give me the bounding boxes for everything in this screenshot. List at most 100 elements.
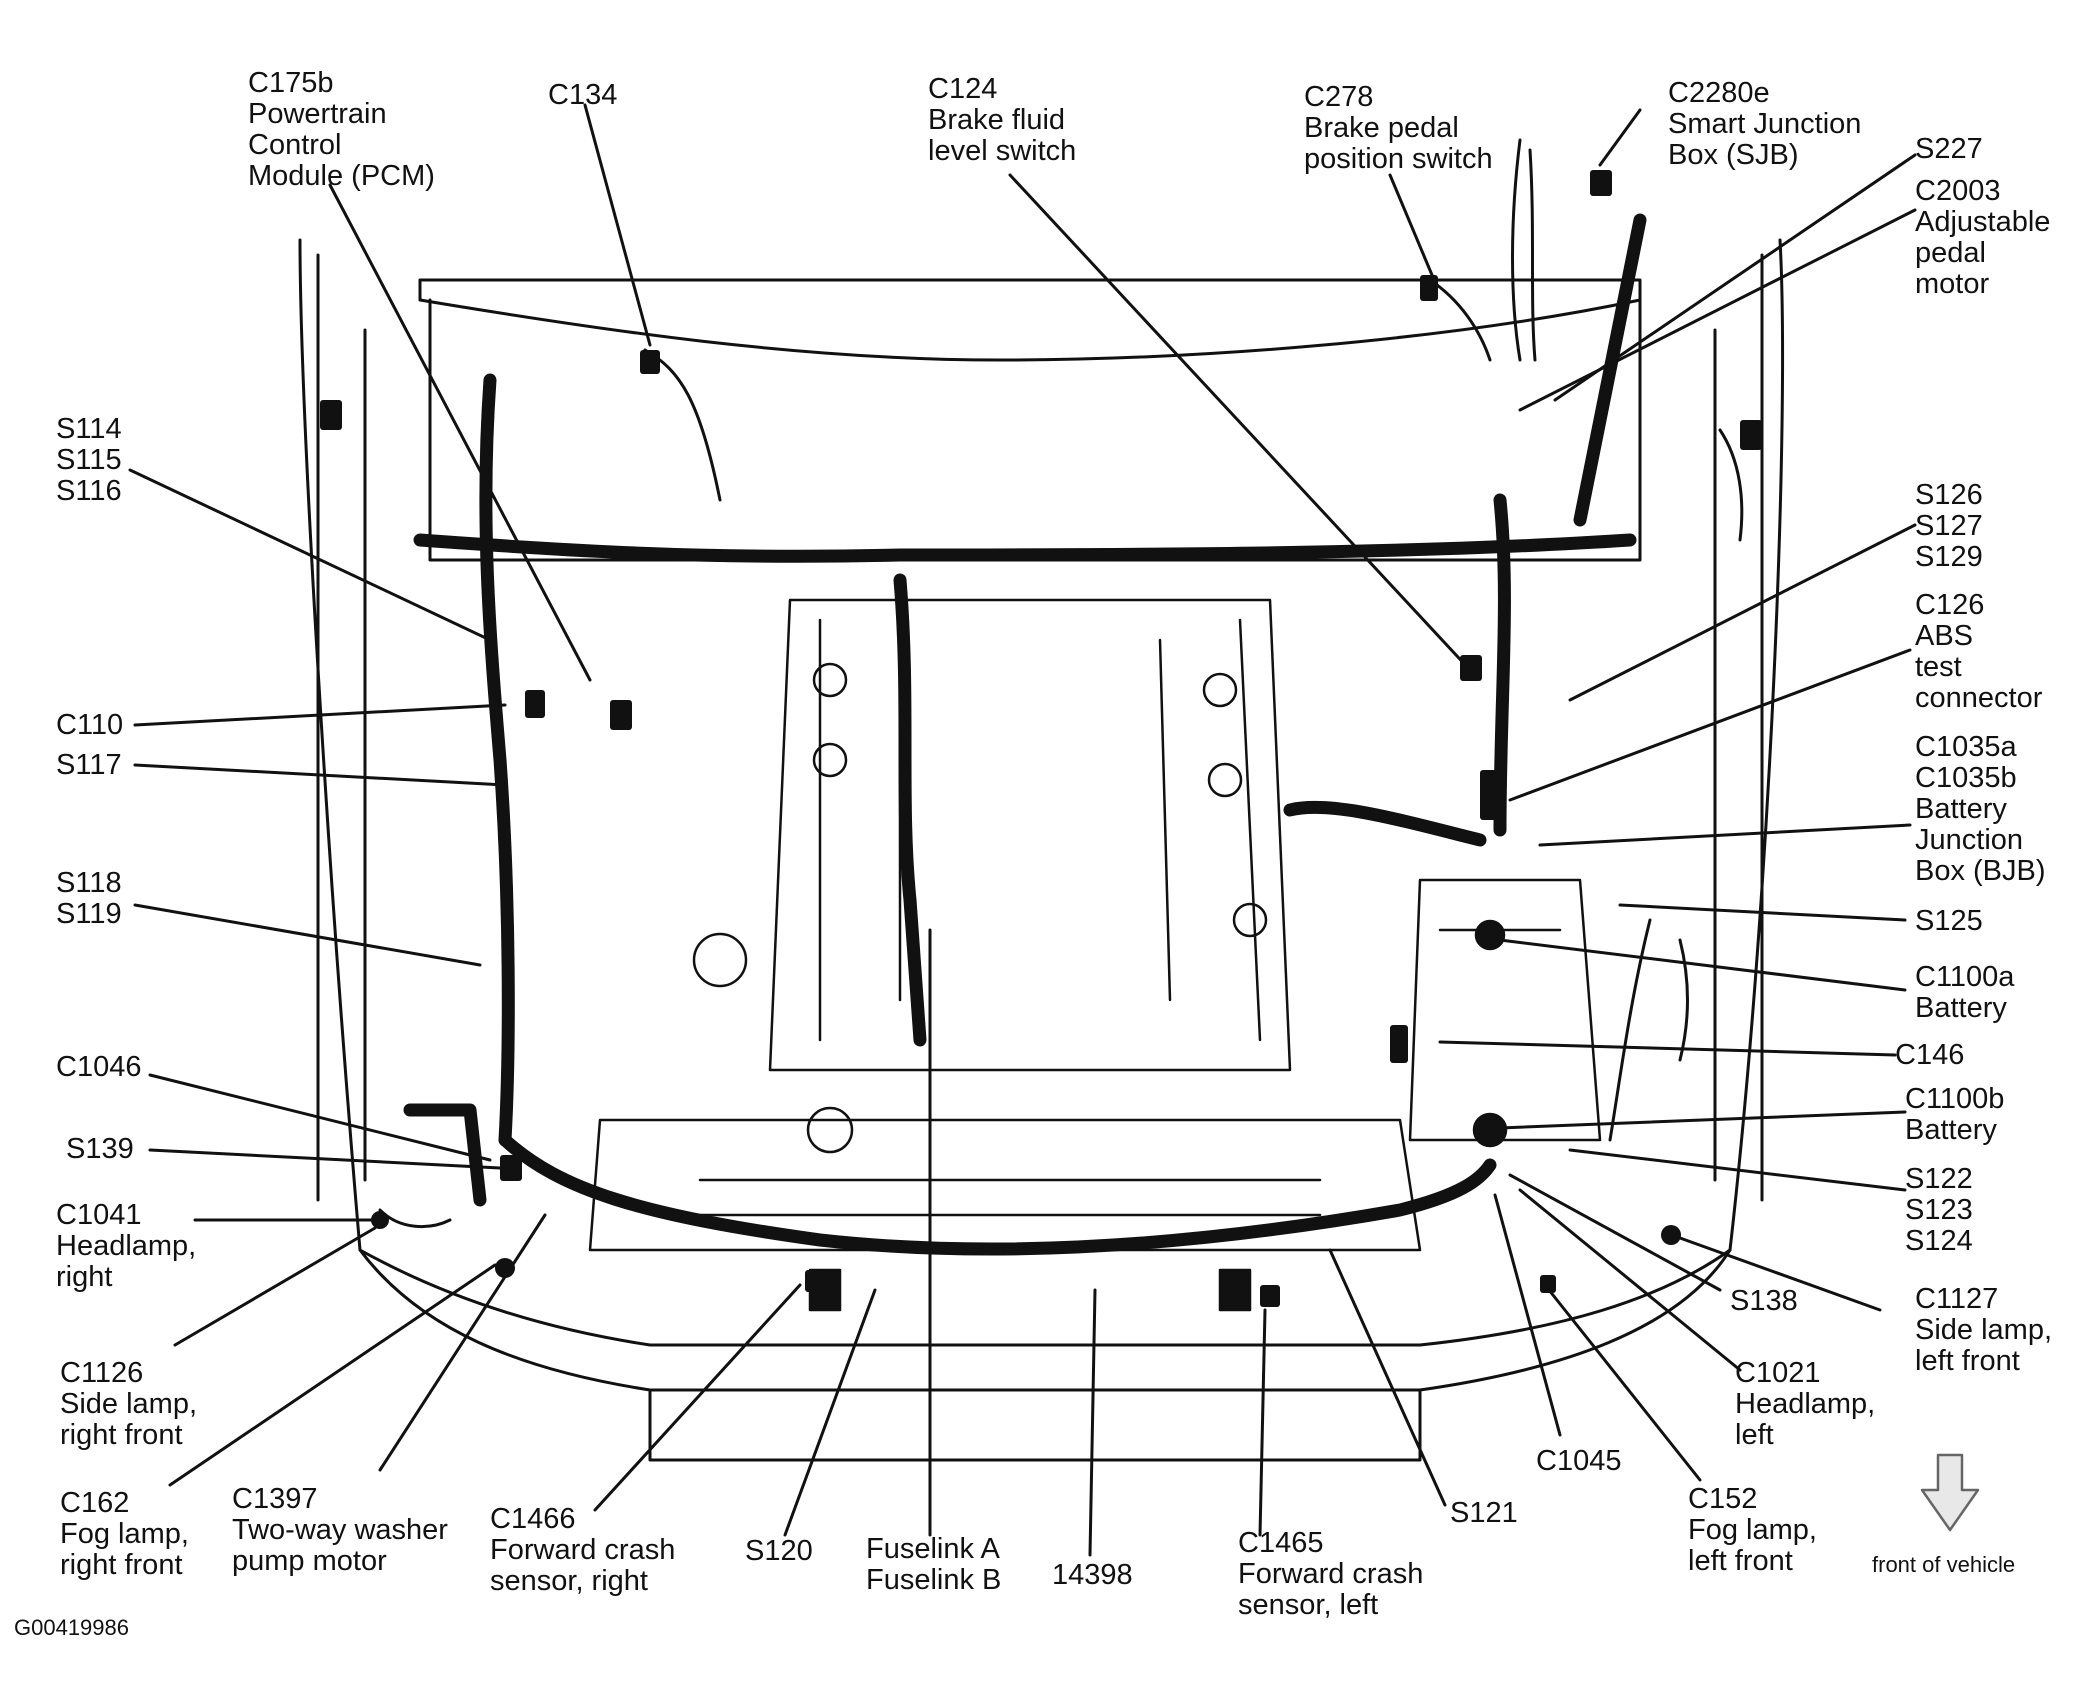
label-line: Headlamp, [1735, 1388, 1876, 1420]
label-line: C1397 [232, 1483, 318, 1515]
label-line: S129 [1915, 541, 1983, 573]
label-line: C1127 [1915, 1283, 1999, 1315]
label-line: Brake pedal [1304, 112, 1459, 144]
front-arrow-icon [1920, 1453, 1980, 1532]
label-line: right [56, 1261, 113, 1293]
label-line: S139 [66, 1133, 134, 1165]
label-line: S127 [1915, 510, 1983, 542]
label-line: S227 [1915, 133, 1983, 165]
label-line: test [1915, 651, 1962, 683]
label-line: S120 [745, 1535, 813, 1567]
label-s227: S227 [1915, 134, 1983, 165]
label-line: C1126 [60, 1357, 144, 1389]
label-line: C1465 [1238, 1527, 1324, 1559]
label-line: Side lamp, [1915, 1314, 2053, 1346]
connectors [320, 170, 1762, 1307]
label-line: Box (SJB) [1668, 139, 1799, 171]
label-line: S119 [56, 898, 122, 930]
label-line: pedal [1915, 237, 1986, 269]
label-line: C1021 [1735, 1357, 1821, 1389]
label-line: C152 [1688, 1483, 1758, 1515]
label-line: Two-way washer [232, 1514, 448, 1546]
label-s138: S138 [1730, 1286, 1798, 1317]
label-line: C124 [928, 73, 998, 105]
label-line: S118 [56, 867, 122, 899]
label-line: C2003 [1915, 175, 2001, 207]
label-line: Powertrain [248, 98, 387, 130]
label-line: C162 [60, 1487, 130, 1519]
label-line: Brake fluid [928, 104, 1066, 136]
label-line: Side lamp, [60, 1388, 198, 1420]
label-line: Junction [1915, 824, 2024, 856]
label-line: S121 [1450, 1497, 1518, 1529]
label-line: C175b [248, 67, 334, 99]
label-line: S138 [1730, 1285, 1798, 1317]
label-c134: C134 [548, 80, 617, 111]
label-line: Control [248, 129, 342, 161]
label-line: Fog lamp, [1688, 1514, 1817, 1546]
figure-id: G00419986 [14, 1615, 129, 1640]
label-line: Fuselink B [866, 1564, 1002, 1596]
label-line: C126 [1915, 589, 1985, 621]
label-line: sensor, right [490, 1565, 648, 1597]
label-s120: S120 [745, 1536, 813, 1567]
label-line: right front [60, 1549, 183, 1581]
label-line: C110 [56, 709, 124, 741]
radiator [588, 1106, 1422, 1312]
label-line: C146 [1895, 1039, 1965, 1071]
label-line: Box (BJB) [1915, 855, 2046, 887]
label-n14398: 14398 [1052, 1560, 1133, 1591]
label-line: C2280e [1668, 77, 1770, 109]
engine-block [692, 598, 1292, 1072]
label-line: left [1735, 1419, 1774, 1451]
vehicle-body [298, 238, 1785, 1462]
label-line: Battery [1915, 992, 2007, 1024]
label-line: S125 [1915, 905, 1983, 937]
wiring-harness [403, 213, 1647, 1256]
label-line: S124 [1905, 1225, 1973, 1257]
label-line: left front [1688, 1545, 1793, 1577]
label-line: Headlamp, [56, 1230, 197, 1262]
label-s121: S121 [1450, 1498, 1518, 1529]
label-line: level switch [928, 135, 1077, 167]
leader-lines [128, 103, 1917, 1557]
label-line: Battery [1915, 793, 2007, 825]
label-line: S115 [56, 444, 122, 476]
label-c1046: C1046 [56, 1052, 141, 1083]
label-line: C1466 [490, 1503, 576, 1535]
label-line: C1100b [1905, 1083, 2005, 1115]
label-line: C1035a [1915, 731, 2017, 763]
label-line: S117 [56, 749, 122, 781]
label-line: C134 [548, 79, 618, 111]
label-line: pump motor [232, 1545, 387, 1577]
label-line: S126 [1915, 479, 1983, 511]
label-c146: C146 [1895, 1040, 1964, 1071]
label-line: Module (PCM) [248, 160, 435, 192]
label-line: Smart Junction [1668, 108, 1862, 140]
label-line: Adjustable [1915, 206, 2051, 238]
label-s125: S125 [1915, 906, 1983, 937]
label-line: C1046 [56, 1051, 142, 1083]
